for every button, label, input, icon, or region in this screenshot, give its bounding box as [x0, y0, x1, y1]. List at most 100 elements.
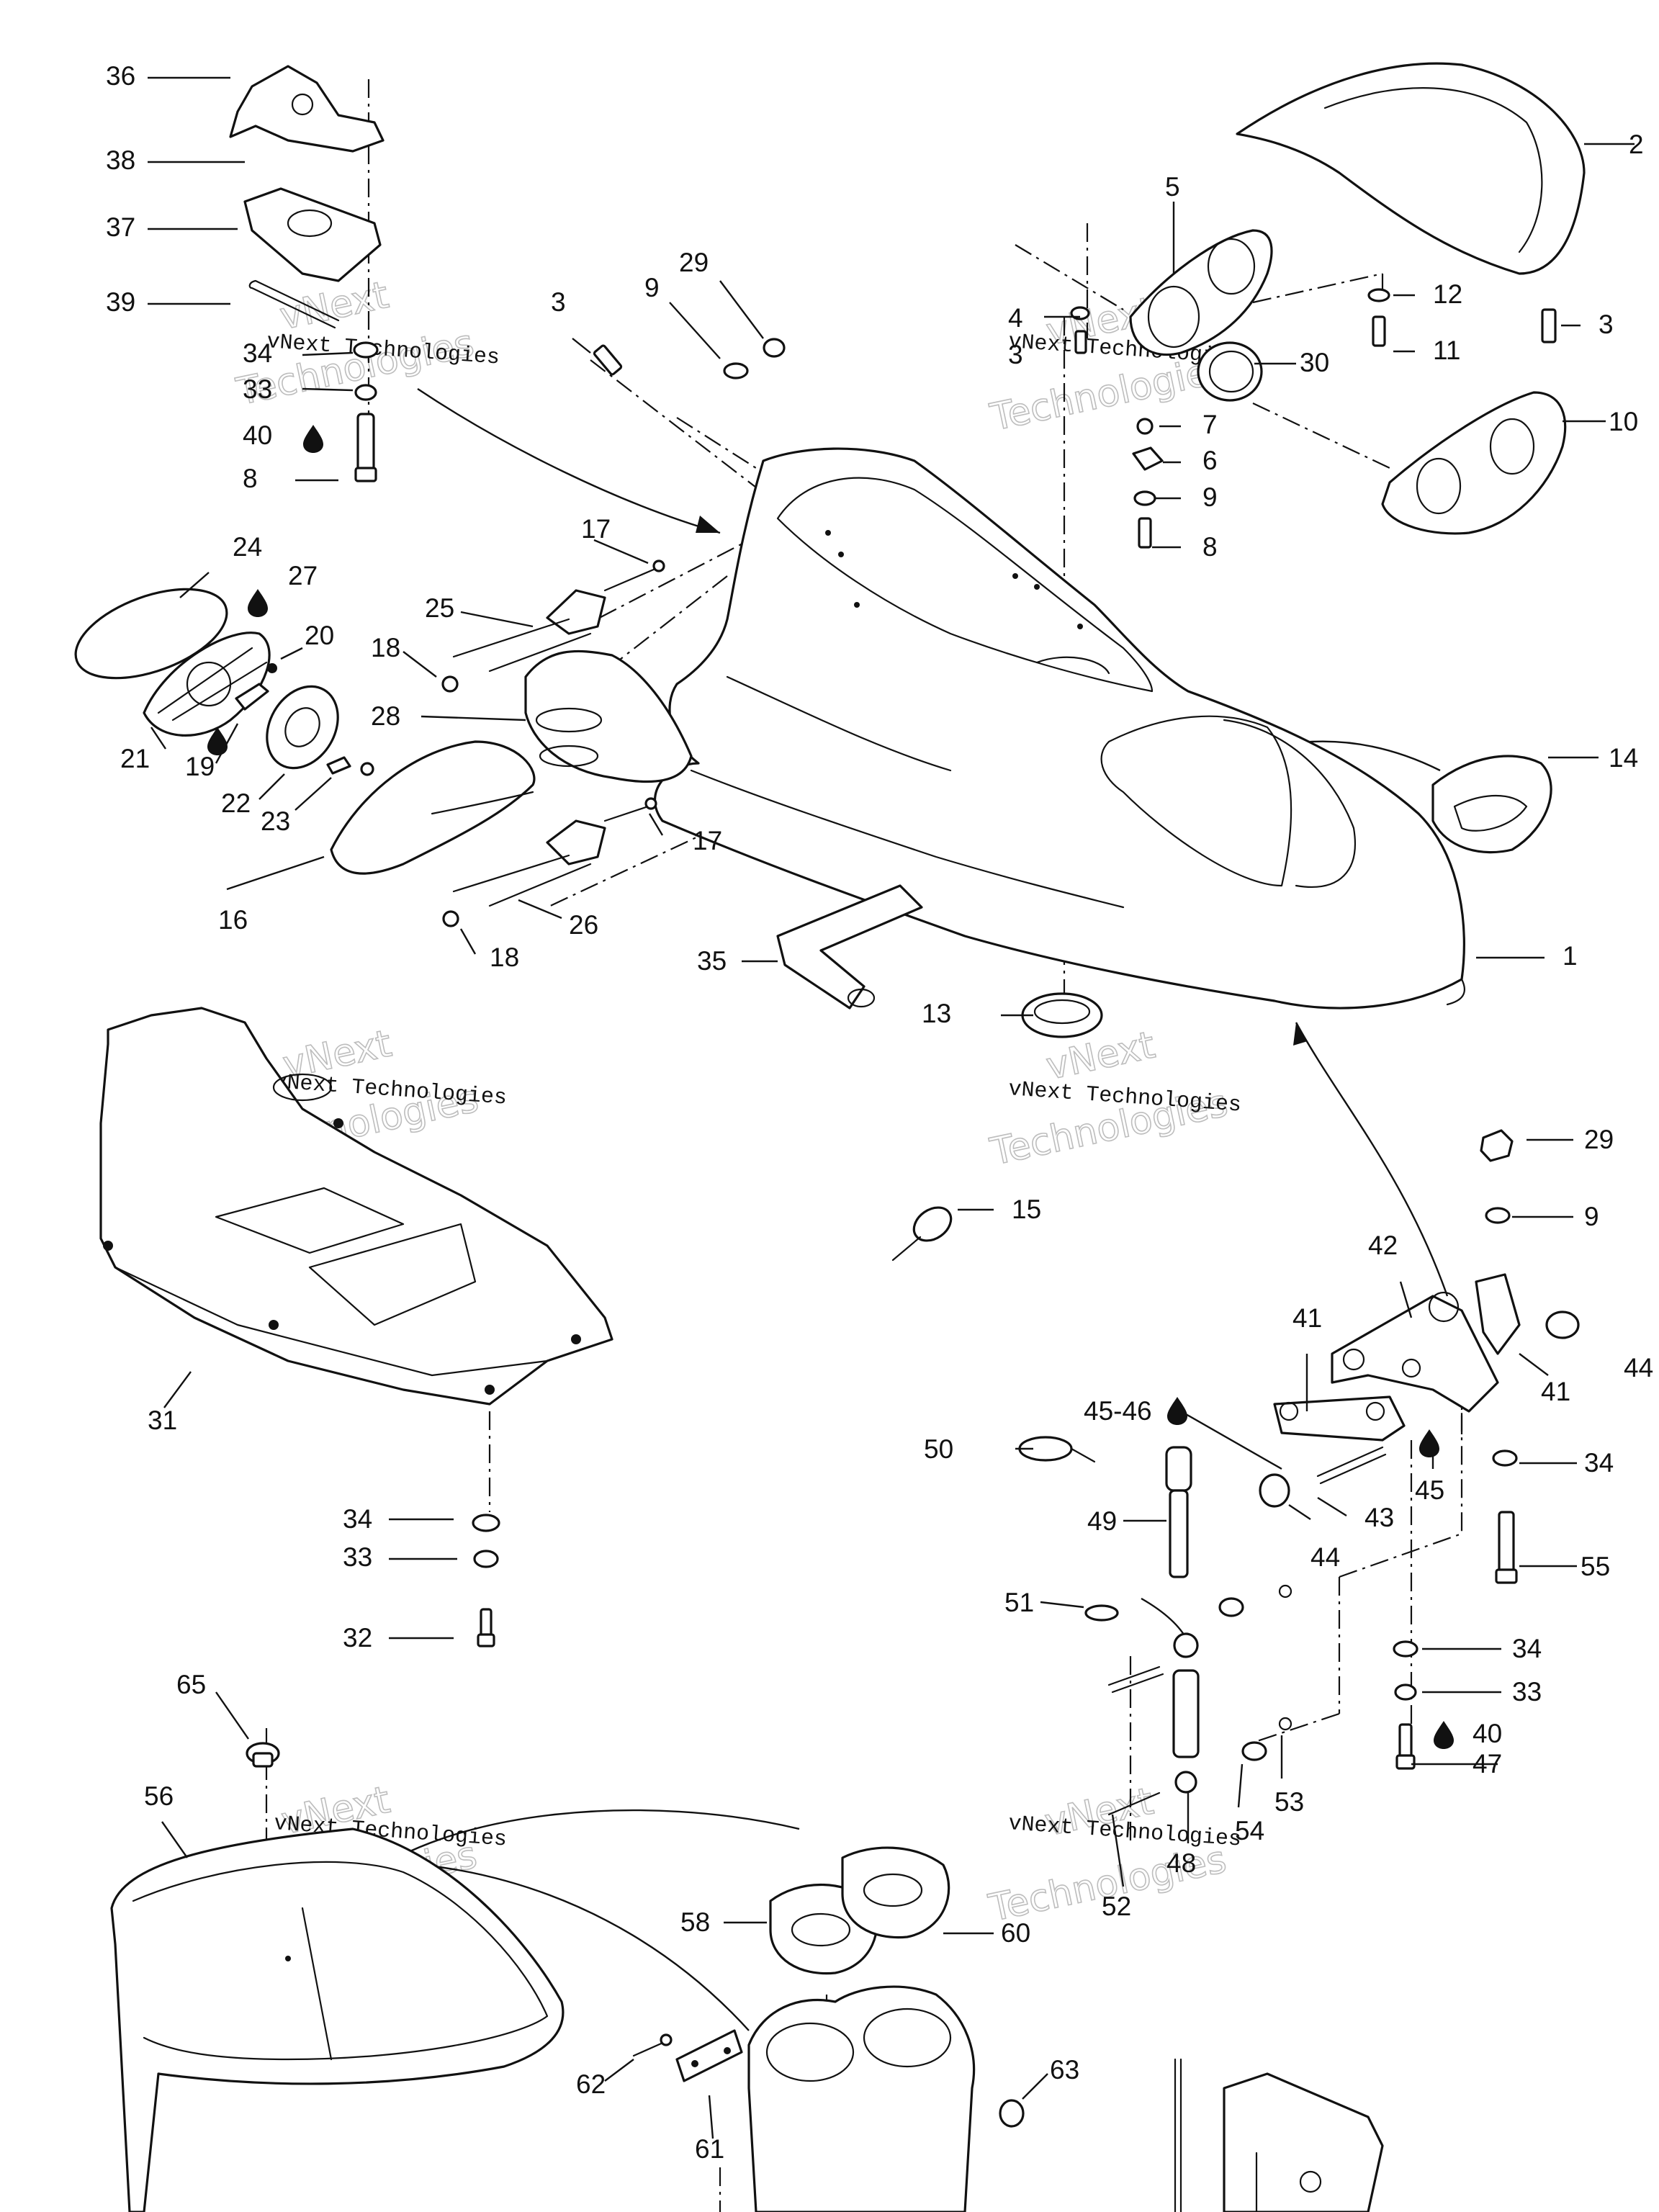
- fitting-20: [235, 663, 277, 711]
- callout-50: 50: [924, 1434, 953, 1464]
- latch-base-37: [243, 187, 382, 282]
- callout-63: 63: [1050, 2055, 1079, 2085]
- rivet-62: [632, 2033, 673, 2057]
- callout-22: 22: [221, 788, 251, 818]
- callout-13: 13: [922, 999, 951, 1028]
- callout-51: 51: [1004, 1588, 1034, 1617]
- horn-22: [266, 685, 339, 770]
- strip-35: [776, 884, 923, 1010]
- washer-51: [1084, 1604, 1119, 1622]
- clamp-15: [891, 1206, 953, 1262]
- callout-33: 33: [243, 374, 272, 404]
- washer-54: [1218, 1597, 1267, 1761]
- callout-5: 5: [1165, 172, 1180, 202]
- link-41: [1475, 1273, 1580, 1355]
- lubricant-drop-icon: [1434, 1721, 1454, 1749]
- callout-8: 8: [243, 464, 258, 493]
- shaft-43: [1259, 1446, 1387, 1508]
- callout-19: 19: [185, 752, 215, 781]
- windshield-part: [1236, 62, 1586, 275]
- lubricant-drop-icon: [303, 425, 323, 453]
- callout-62: 62: [576, 2069, 606, 2099]
- gauge-ring-part: [1197, 341, 1263, 402]
- shock-48: [1172, 1632, 1200, 1794]
- callout-28: 28: [371, 701, 400, 731]
- callout-43: 43: [1364, 1503, 1394, 1532]
- callout-24: 24: [233, 532, 262, 562]
- callout-16: 16: [218, 905, 248, 935]
- bolt-8-top: [354, 413, 377, 482]
- callout-15: 15: [1012, 1195, 1041, 1224]
- callout-30: 30: [1300, 348, 1329, 377]
- callout-numbers: 36 38 37 39 34 33 40 8 24 27 20 21 19 22…: [106, 61, 1653, 2164]
- plug-65: [246, 1742, 280, 1768]
- callout-54: 54: [1235, 1816, 1264, 1845]
- bracket-42: [1331, 1291, 1499, 1413]
- callout-39: 39: [106, 287, 135, 317]
- callout-21: 21: [120, 744, 150, 773]
- callout-29: 29: [679, 248, 709, 277]
- liner-31: [99, 1007, 613, 1406]
- callout-3: 3: [551, 287, 566, 317]
- callout-leaders: [148, 76, 1635, 2139]
- callout-42: 42: [1368, 1231, 1398, 1260]
- callout-60: 60: [1001, 1918, 1030, 1948]
- gauge-hardware: [593, 288, 1557, 549]
- callout-35: 35: [697, 946, 727, 976]
- callout-11: 11: [1433, 336, 1460, 365]
- callout-34: 34: [243, 338, 272, 368]
- latch-36: [229, 65, 385, 153]
- callout-17: 17: [693, 826, 722, 855]
- callout-41: 41: [1292, 1303, 1322, 1333]
- storage-bin-56: [110, 1827, 565, 2212]
- callout-33: 33: [1512, 1677, 1542, 1707]
- callout-8: 8: [1202, 532, 1218, 562]
- mirror-cover-part: [330, 740, 536, 875]
- lubricant-drop-icon: [207, 727, 228, 755]
- bolt-17-lower: [603, 797, 657, 822]
- gasket-24: [74, 588, 228, 680]
- lubricant-drop-icon: [1167, 1397, 1187, 1425]
- nut-18-upper: [441, 675, 459, 693]
- callout-55: 55: [1581, 1552, 1610, 1581]
- cup-holders: [747, 1985, 976, 2212]
- callout-36: 36: [106, 61, 135, 91]
- nut-29-right: [1480, 1129, 1514, 1162]
- callout-12: 12: [1433, 279, 1462, 309]
- tool-kit: [1174, 2058, 1384, 2212]
- washer-34-top: [353, 341, 379, 359]
- grommet-part: [1021, 992, 1103, 1038]
- gauge-panel-part: [1129, 229, 1273, 356]
- callout-56: 56: [144, 1781, 174, 1811]
- callout-40: 40: [243, 421, 272, 450]
- callout-18: 18: [490, 943, 519, 972]
- lubricant-drops: [207, 425, 1454, 1749]
- washer-33-top: [354, 384, 377, 401]
- callout-14: 14: [1609, 743, 1638, 773]
- callout-9: 9: [644, 273, 660, 302]
- callout-49: 49: [1087, 1506, 1117, 1536]
- callout-65: 65: [176, 1670, 206, 1699]
- nut-18-lower: [442, 910, 459, 927]
- plate-61: [675, 2029, 743, 2082]
- washer-33-mid: [473, 1550, 499, 1568]
- callout-45-46: 45-46: [1084, 1396, 1152, 1426]
- callout-7: 7: [1202, 410, 1218, 439]
- callout-4: 4: [1008, 303, 1023, 333]
- callout-48: 48: [1166, 1848, 1196, 1878]
- callout-45: 45: [1415, 1475, 1444, 1505]
- lubricant-drop-icon: [248, 589, 268, 617]
- bolt-17-upper: [603, 559, 665, 592]
- pin-52: [1107, 1665, 1164, 1816]
- callout-9: 9: [1584, 1202, 1599, 1231]
- callout-18: 18: [371, 633, 400, 662]
- clip-53: [1278, 1584, 1292, 1731]
- screw-23: [326, 756, 374, 776]
- lid-60: [841, 1846, 950, 1939]
- lubricant-drop-icon: [1419, 1429, 1439, 1457]
- callout-34: 34: [343, 1504, 372, 1534]
- callout-2: 2: [1629, 130, 1644, 159]
- callout-41: 41: [1541, 1377, 1570, 1406]
- mirror-bracket-lower: [452, 819, 606, 907]
